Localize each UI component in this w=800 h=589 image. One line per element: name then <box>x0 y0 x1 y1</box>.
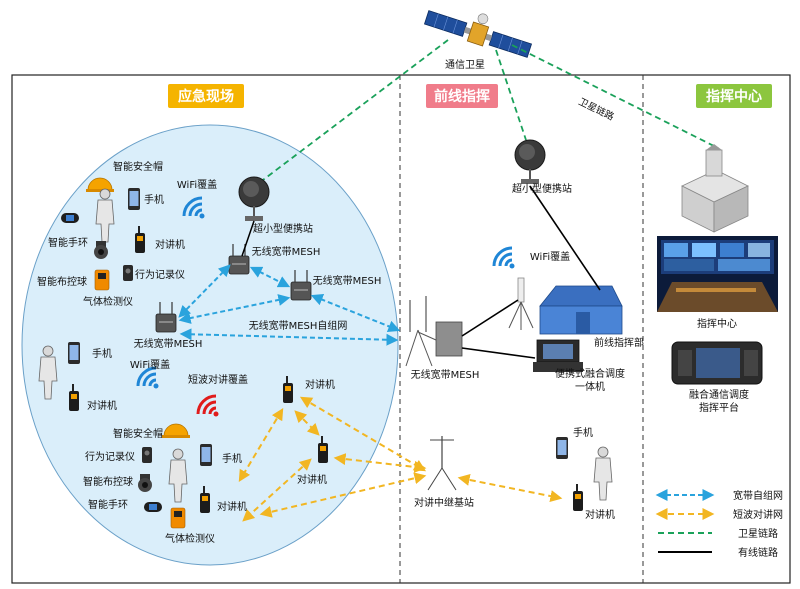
mesh-label-a: 无线宽带MESH <box>252 245 321 258</box>
control-room-image <box>657 236 778 312</box>
portable-label-1: 便携式融合调度 <box>555 367 625 380</box>
relay-label: 对讲中继基站 <box>414 496 474 509</box>
legend-label-shortwave: 短波对讲网 <box>733 508 783 521</box>
building-icon <box>681 144 749 233</box>
section-header-field: 应急现场 <box>168 84 244 108</box>
tripod-antenna-icon <box>508 277 534 330</box>
phone-icon <box>200 444 212 466</box>
portable-label-2: 一体机 <box>575 380 605 393</box>
helmet-label-2: 智能安全帽 <box>113 427 163 440</box>
smart-band-label-2: 智能手环 <box>88 498 128 511</box>
recorder-label-2: 行为记录仪 <box>85 450 135 463</box>
smart-band-label-1: 智能手环 <box>48 236 88 249</box>
gas-label-2: 气体检测仪 <box>165 532 215 545</box>
phone-icon <box>556 437 568 459</box>
outer-frame <box>11 74 791 584</box>
radio-label-3: 对讲机 <box>305 378 335 391</box>
broadband-link-ab <box>249 266 291 288</box>
broadband-link-cb <box>178 294 291 324</box>
mini-station-label-field: 超小型便携站 <box>253 222 313 235</box>
shortwave-link-4-relay <box>333 453 427 473</box>
shortwave-link-relay-front <box>457 473 563 503</box>
radio-label-5: 对讲机 <box>217 500 247 513</box>
hq-label: 前线指挥部 <box>594 336 644 349</box>
legend: 宽带自组网 短波对讲网 卫星链路 有线链路 <box>655 489 783 559</box>
dispatch-terminal-icon <box>671 341 763 385</box>
satellite-link-center <box>511 44 719 149</box>
smart-band-icon <box>61 213 79 223</box>
broadband-link-b-front <box>310 293 401 333</box>
mesh-network-label: 无线宽带MESH自组网 <box>249 319 348 332</box>
radio-label-2: 对讲机 <box>87 399 117 412</box>
dispatch-ball-label-2: 智能布控球 <box>83 475 133 488</box>
phone-label-2: 手机 <box>92 347 112 360</box>
shortwave-link-5-relay <box>259 472 427 518</box>
phone-label-3: 手机 <box>222 452 242 465</box>
section-center-label: 指挥中心 <box>706 88 762 105</box>
shortwave-link-3-5 <box>238 407 284 483</box>
recorder-icon <box>142 447 152 463</box>
section-header-front: 前线指挥 <box>426 84 498 108</box>
wired-link-mesh-console <box>461 347 536 359</box>
phone-label-1: 手机 <box>144 193 164 206</box>
radio-icon <box>573 484 583 511</box>
mesh-label-b: 无线宽带MESH <box>313 274 382 287</box>
radio-label-4: 对讲机 <box>297 473 327 486</box>
dish-icon <box>514 139 546 185</box>
recorder-label-1: 行为记录仪 <box>135 268 185 281</box>
gas-label-1: 气体检测仪 <box>83 295 133 308</box>
mesh-label-front: 无线宽带MESH <box>411 368 480 381</box>
radio-label-front: 对讲机 <box>585 508 615 521</box>
portable-console-icon <box>533 339 583 372</box>
gas-detector-icon <box>170 507 186 529</box>
platform-label-2: 指挥平台 <box>699 401 739 414</box>
wifi-icon <box>492 246 516 270</box>
gas-detector-icon <box>94 269 110 291</box>
wifi-label-front: WiFi覆盖 <box>530 250 570 263</box>
dispatch-ball-icon <box>94 241 108 259</box>
smart-band-icon <box>144 502 162 512</box>
satellite-link-field <box>254 39 449 187</box>
satellite-link-label: 卫星链路 <box>577 96 617 124</box>
mini-station-label-front: 超小型便携站 <box>512 182 572 195</box>
command-tent-icon <box>539 285 623 335</box>
wired-link-mesh-antenna <box>461 299 519 337</box>
center-label: 指挥中心 <box>697 317 737 330</box>
wired-links-front <box>461 185 601 359</box>
wifi-label-1: WiFi覆盖 <box>177 178 217 191</box>
relay-station-icon <box>427 436 457 491</box>
phone-label-front: 手机 <box>573 426 593 439</box>
broadband-link-c-front <box>179 328 399 346</box>
radio-label-1: 对讲机 <box>155 238 185 251</box>
satellite-label: 通信卫星 <box>445 59 485 71</box>
worker-figure <box>593 446 613 501</box>
mesh-label-c: 无线宽带MESH <box>134 337 203 350</box>
shortwave-label: 短波对讲覆盖 <box>188 373 248 386</box>
phone-icon <box>68 342 80 364</box>
mesh-tower-icon <box>405 296 463 367</box>
shortwave-links <box>238 396 563 522</box>
dispatch-ball-label-1: 智能布控球 <box>37 275 87 288</box>
satellite-links <box>254 39 719 187</box>
wired-link-dish-tent <box>529 185 601 291</box>
legend-label-wired: 有线链路 <box>738 546 778 559</box>
platform-label-1: 融合通信调度 <box>689 388 749 401</box>
section-header-center: 指挥中心 <box>696 84 772 108</box>
section-field-label: 应急现场 <box>178 88 234 105</box>
legend-label-broadband: 宽带自组网 <box>733 489 783 502</box>
helmet-label-1: 智能安全帽 <box>113 160 163 173</box>
satellite-link-front <box>495 49 527 141</box>
shortwave-link-3-relay <box>299 396 427 472</box>
wifi-label-2: WiFi覆盖 <box>130 358 170 371</box>
phone-icon <box>128 188 140 210</box>
wired-link-dish-mesh <box>241 220 255 257</box>
legend-label-satellite: 卫星链路 <box>738 527 778 540</box>
dispatch-ball-icon <box>138 474 152 492</box>
broadband-links <box>178 264 401 346</box>
recorder-icon <box>123 265 133 281</box>
satellite-icon <box>423 10 533 58</box>
section-front-label: 前线指挥 <box>434 88 490 105</box>
